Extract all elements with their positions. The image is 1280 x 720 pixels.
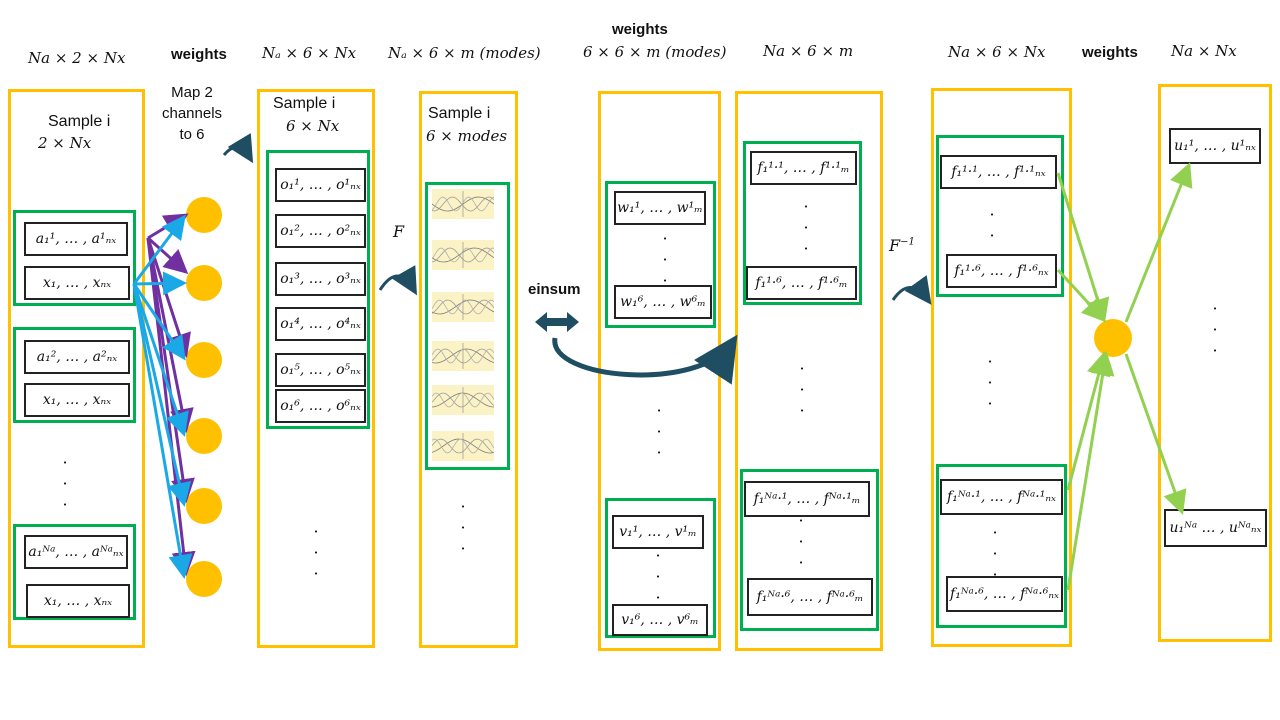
header-col5: 6 × 6 × m (modes) <box>583 43 727 61</box>
weights-w-ellipsis: ··· <box>662 229 668 290</box>
sample-group-na <box>13 524 136 620</box>
cell-v6: v₁⁶, … , v⁶ₘ <box>612 604 708 636</box>
col3-dims: 6 × Nx <box>286 117 340 135</box>
sample-group-1 <box>13 210 136 306</box>
inverse-fourier-label: F−1 <box>889 236 915 255</box>
cell-a-na: a₁ᴺᵃ, … , aᴺᵃₙₓ <box>24 535 128 569</box>
cell-fna1-nx: f₁ᴺᵃ·¹, … , fᴺᵃ·¹ₙₓ <box>940 479 1063 515</box>
einsum-label: einsum <box>528 281 581 298</box>
lift-curve-arrow <box>222 133 254 164</box>
green-arrows <box>1056 162 1193 591</box>
lifted-group <box>266 150 370 429</box>
col4-dims: 6 × modes <box>426 127 508 145</box>
inverse-container <box>931 88 1072 647</box>
node-3 <box>186 342 222 378</box>
einsum-sweep-arrow <box>552 334 738 385</box>
inverse-curve-arrow <box>891 275 932 305</box>
cell-fna6-m: f₁ᴺᵃ·⁶, … , fᴺᵃ·⁶ₘ <box>747 578 873 616</box>
cell-o4: o₁⁴, … , o⁴ₙₓ <box>275 307 366 341</box>
cell-f11-m: f₁¹·¹, … , f¹·¹ₘ <box>750 151 857 185</box>
cell-x-na: x₁, … , xₙₓ <box>26 584 130 618</box>
einsum-double-arrow <box>535 312 579 332</box>
col3-title: Sample i <box>273 95 336 112</box>
weights-group-w <box>605 181 716 328</box>
cell-fna6-nx: f₁ᴺᵃ·⁶, … , fᴺᵃ·⁶ₙₓ <box>946 576 1063 612</box>
cell-f16-m: f₁¹·⁶, … , f¹·⁶ₘ <box>746 266 857 300</box>
inverse-group-na <box>936 464 1067 628</box>
cell-o5: o₁⁵, … , o⁵ₙₓ <box>275 353 366 387</box>
weights-group-v <box>605 498 716 638</box>
cell-w1: w₁¹, … , w¹ₘ <box>614 191 706 225</box>
lifted-container <box>257 89 375 648</box>
cell-v1: v₁¹, … , v¹ₘ <box>612 515 704 549</box>
header-weights-1: weights <box>171 46 227 63</box>
weights-v-ellipsis: ··· <box>655 546 661 607</box>
header-col6: Na × 6 × m <box>763 42 854 60</box>
cell-o2: o₁², … , o²ₙₓ <box>275 214 366 248</box>
cell-w6: w₁⁶, … , w⁶ₘ <box>614 285 712 319</box>
header-col9: Na × Nx <box>1171 42 1237 60</box>
cell-x-2: x₁, … , xₙₓ <box>24 383 130 417</box>
projection-node <box>1094 319 1132 357</box>
cell-u1: u₁¹, … , u¹ₙₓ <box>1169 128 1261 164</box>
modes-container <box>419 91 518 648</box>
sample-group-2 <box>13 327 136 423</box>
fourier-curve-arrow <box>378 265 417 296</box>
cell-o1: o₁¹, … , o¹ₙₓ <box>275 168 366 202</box>
header-col4: Nₐ × 6 × m (modes) <box>388 44 541 62</box>
inverse-group-1 <box>936 135 1064 297</box>
cell-o3: o₁³, … , o³ₙₓ <box>275 262 366 296</box>
cell-a2: a₁², … , a²ₙₓ <box>24 340 130 374</box>
col7-ellipsis: ··· <box>987 352 993 413</box>
header-col1: Na × 2 × Nx <box>28 49 126 67</box>
fourier-label: F <box>393 222 405 241</box>
col6-ellipsis: ··· <box>799 359 805 420</box>
product-group-na <box>740 469 879 631</box>
product-group-1 <box>743 141 862 305</box>
col9-ellipsis: ··· <box>1212 299 1218 360</box>
col5-ellipsis: ··· <box>656 401 662 462</box>
modes-group <box>425 182 510 470</box>
map-label-text: Map 2 channels to 6 <box>162 84 223 143</box>
map-label: Map 2 channels to 6 <box>162 82 222 145</box>
output-container <box>1158 84 1272 642</box>
cell-fna1-m: f₁ᴺᵃ·¹, … , fᴺᵃ·¹ₘ <box>744 481 870 517</box>
cell-o6: o₁⁶, … , o⁶ₙₓ <box>275 389 366 423</box>
mode-wave-thumbnail <box>432 341 494 371</box>
col1-title: Sample i <box>48 113 111 130</box>
col4-title: Sample i <box>428 105 491 122</box>
col1-ellipsis: ··· <box>62 453 68 514</box>
node-2 <box>186 265 222 301</box>
cell-x-1: x₁, … , xₙₓ <box>24 266 130 300</box>
col1-dims: 2 × Nx <box>38 134 92 152</box>
col3-ellipsis: ··· <box>313 522 319 583</box>
input-container <box>8 89 145 648</box>
header-col7: Na × 6 × Nx <box>948 43 1046 61</box>
product-group-na-ellipsis: ··· <box>798 511 804 572</box>
cell-a1: a₁¹, … , a¹ₙₓ <box>24 222 128 256</box>
mode-wave-thumbnail <box>432 385 494 415</box>
header-weights-2: weights <box>612 21 668 38</box>
cell-u-na: u₁ᴺᵃ … , uᴺᵃₙₓ <box>1164 509 1267 547</box>
mode-wave-thumbnail <box>432 292 494 322</box>
mode-wave-thumbnail <box>432 240 494 270</box>
cell-f16-nx: f₁¹·⁶, … , f¹·⁶ₙₓ <box>946 254 1057 288</box>
mode-wave-thumbnail <box>432 431 494 461</box>
node-1 <box>186 197 222 233</box>
header-col3: Nₐ × 6 × Nx <box>262 44 357 62</box>
cyan-arrows <box>132 214 193 579</box>
product-group-1-ellipsis: ··· <box>803 197 809 258</box>
header-weights-3: weights <box>1082 44 1138 61</box>
mode-wave-thumbnail <box>432 189 494 219</box>
inverse-group-na-ellipsis: ··· <box>992 523 998 584</box>
col4-ellipsis: ··· <box>460 497 466 558</box>
cell-f11-nx: f₁¹·¹, … , f¹·¹ₙₓ <box>940 155 1057 189</box>
